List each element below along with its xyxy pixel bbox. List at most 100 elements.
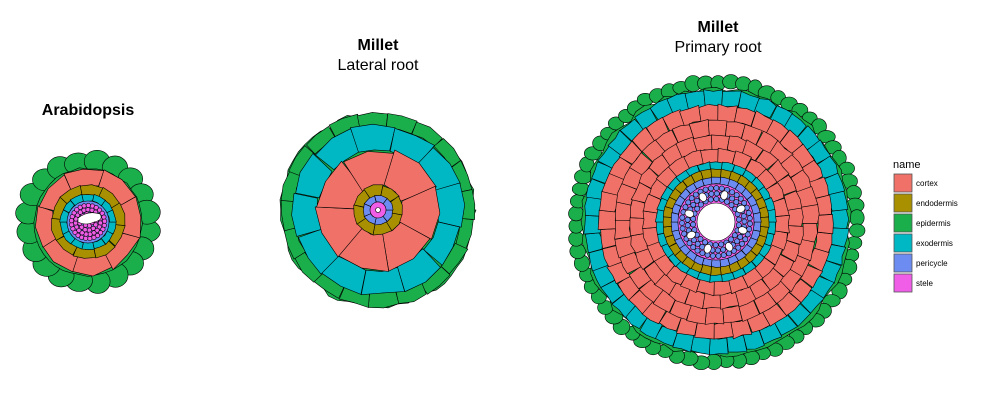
stele-cell	[100, 226, 106, 232]
legend-label-stele: stele	[916, 279, 933, 288]
xylem-vessel	[736, 204, 746, 213]
legend-label-exodermis: exodermis	[916, 239, 953, 248]
pericycle-cell	[693, 178, 705, 190]
stele-cell	[96, 224, 102, 230]
legend-label-endodermis: endodermis	[916, 199, 958, 208]
epidermis-cell	[591, 289, 607, 305]
exodermis-cell	[360, 266, 405, 296]
stele-vessel-cell	[713, 185, 720, 191]
stele-vessel-cell	[742, 236, 749, 243]
legend-title: name	[893, 159, 921, 171]
stele-vessel-cell	[715, 247, 721, 254]
stele-vessel-cell	[713, 196, 720, 202]
pericycle-cell	[710, 176, 722, 185]
stele-vessel-cell	[682, 204, 689, 210]
stele-vessel-cell	[728, 236, 734, 243]
cortex-cell	[713, 321, 734, 340]
stele-cell	[98, 230, 104, 236]
stele-vessel-cell	[745, 209, 752, 216]
exodermis-cell	[92, 194, 107, 207]
cortex-cell	[597, 209, 617, 230]
stele-vessel-cell	[679, 214, 686, 221]
stele-vessel-cell	[736, 216, 742, 223]
millet-lateral-cross-section	[279, 112, 477, 309]
cortex-cell	[628, 265, 652, 290]
stele-cell	[83, 235, 89, 241]
stele-vessel-cell	[715, 252, 722, 259]
stele-cell	[97, 207, 103, 213]
exodermis-cell	[831, 209, 850, 229]
legend: name cortex endodermis epidermis exodermis p…	[893, 159, 958, 293]
stele-vessel-cell	[746, 215, 753, 222]
stele-cell	[85, 207, 91, 213]
exodermis-cell	[824, 244, 847, 266]
stele-vessel-cell	[724, 198, 730, 205]
stele-vessel-cell	[733, 192, 740, 198]
stele-vessel-cell	[684, 222, 691, 229]
stele-cell	[81, 203, 87, 209]
stele-vessel-cell	[713, 190, 720, 197]
stele-vessel-cell	[694, 197, 700, 204]
stele-vessel-cell	[698, 201, 704, 208]
stele-vessel-cell	[694, 205, 701, 212]
xylem-vessel	[737, 226, 748, 235]
stele-vessel-cell	[702, 239, 708, 246]
stele-cell	[74, 207, 80, 213]
exodermis-cell	[806, 139, 832, 165]
legend-label-cortex: cortex	[916, 179, 938, 188]
stele-vessel-cell	[720, 246, 727, 253]
stele-cell	[81, 207, 87, 213]
stele-vessel-cell	[741, 200, 748, 206]
stele-vessel-cell	[718, 185, 725, 192]
cortex-cell	[600, 228, 618, 249]
legend-key-pericycle	[893, 253, 913, 273]
stele-cell	[76, 227, 82, 233]
stele-vessel-cell	[733, 199, 740, 205]
pericycle-cell	[710, 259, 722, 268]
xylem-gap	[77, 212, 102, 225]
stele-cell	[72, 229, 78, 235]
stele-vessel-cell	[679, 225, 686, 232]
stele-vessel-cell	[699, 250, 706, 256]
exodermis-cell	[726, 334, 748, 353]
stele-cell	[71, 210, 77, 216]
stele-vessel-cell	[688, 195, 695, 202]
epidermis-cell	[849, 223, 866, 238]
xylem-vessel	[720, 190, 729, 201]
stele-vessel-cell	[734, 238, 740, 245]
stele-vessel-cell	[690, 221, 696, 228]
stele-cell	[86, 227, 92, 233]
exodermis-cell	[721, 90, 742, 108]
legend-key-cortex	[893, 173, 913, 193]
stele-vessel-cell	[712, 242, 719, 248]
stele-vessel-cell	[710, 252, 716, 259]
cortex-cell	[614, 220, 632, 240]
millet-primary-cross-section	[568, 74, 866, 370]
cortex-cell	[679, 105, 702, 128]
xylem-vessel	[698, 192, 707, 202]
stele-cell	[97, 220, 103, 226]
stele-vessel-cell	[694, 247, 701, 254]
legend-key-epidermis	[893, 213, 913, 233]
stele-vessel-cell	[681, 230, 687, 237]
stele-vessel-cell	[690, 201, 697, 208]
stele-cell	[87, 236, 93, 242]
stele-vessel-cell	[690, 244, 697, 251]
stele-vessel-cell	[729, 195, 735, 202]
stele-cell	[75, 232, 81, 238]
cortex-cell	[817, 214, 834, 235]
stele-cell	[101, 214, 107, 220]
stele-vessel-cell	[735, 244, 742, 251]
xylem-vessel	[684, 209, 695, 218]
exodermis-cell	[350, 123, 396, 153]
epidermis-cell	[568, 231, 585, 247]
stele-vessel-cell	[741, 213, 747, 219]
exodermis-cell	[100, 230, 113, 245]
stele-vessel-cell	[708, 190, 715, 197]
stele-vessel-cell	[747, 220, 753, 227]
arabidopsis-cross-section	[15, 150, 161, 294]
stele-cell	[93, 222, 99, 228]
legend-label-epidermis: epidermis	[916, 219, 951, 228]
legend-label-pericycle: pericycle	[916, 259, 948, 268]
